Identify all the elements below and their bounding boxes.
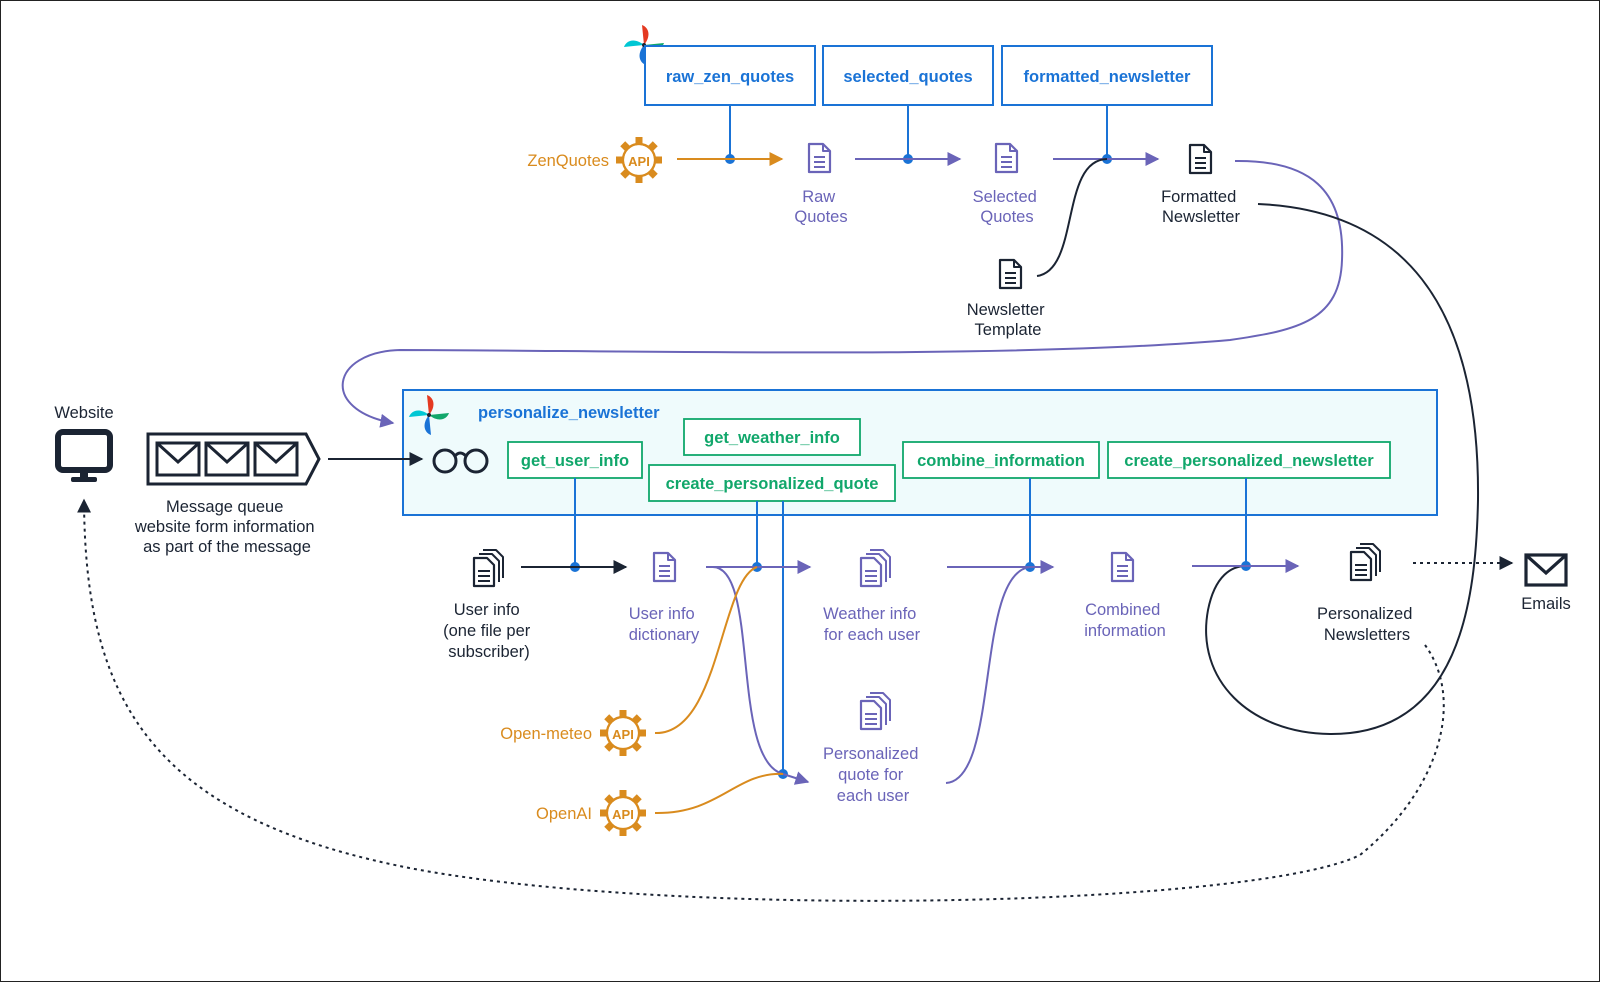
api-gear-icon: API xyxy=(598,788,648,838)
task-raw-zen-quotes[interactable]: raw_zen_quotes xyxy=(644,45,816,106)
message-queue: Message queue website form information a… xyxy=(134,432,321,556)
dataset-combined-information: Combined information xyxy=(1084,551,1166,640)
dataset-personalized-newsletters: Personalized Newsletters xyxy=(1317,542,1417,644)
task-combine-information[interactable]: combine_information xyxy=(902,441,1100,479)
dataset-label: User info dictionary xyxy=(629,605,700,644)
dataset-personalized-quote: Personalized quote for each user xyxy=(823,691,923,805)
api-badge: API xyxy=(612,727,634,742)
website-label: Website xyxy=(54,404,113,422)
task-label: selected_quotes xyxy=(843,68,972,86)
dataset-label: Newsletter Template xyxy=(967,301,1050,339)
envelope-icon xyxy=(1524,553,1568,587)
task-label: formatted_newsletter xyxy=(1024,68,1191,86)
dataset-label: Selected Quotes xyxy=(973,188,1042,226)
task-formatted-newsletter[interactable]: formatted_newsletter xyxy=(1001,45,1213,106)
task-create-personalized-newsletter[interactable]: create_personalized_newsletter xyxy=(1107,441,1391,479)
dataset-label: Weather info for each user xyxy=(823,605,921,644)
dataset-label: Raw Quotes xyxy=(794,188,847,226)
dataset-user-info: User info (one file per subscriber) xyxy=(443,548,535,661)
website: Website xyxy=(54,404,114,482)
task-get-user-info[interactable]: get_user_info xyxy=(507,441,643,479)
api-gear-icon: API xyxy=(614,135,664,185)
api-name: OpenAI xyxy=(536,805,592,823)
emails: Emails xyxy=(1521,553,1571,613)
dataset-label: Combined information xyxy=(1084,601,1166,640)
api-name: ZenQuotes xyxy=(527,152,609,170)
api-open-meteo: Open-meteo API xyxy=(500,708,648,758)
api-openai: OpenAI API xyxy=(536,788,648,838)
task-label: get_user_info xyxy=(521,452,629,470)
task-label: create_personalized_newsletter xyxy=(1124,452,1374,470)
task-create-personalized-quote[interactable]: create_personalized_quote xyxy=(648,464,896,502)
task-label: get_weather_info xyxy=(704,429,840,447)
dataset-selected-quotes: Selected Quotes xyxy=(973,142,1042,226)
api-gear-icon: API xyxy=(598,708,648,758)
message-queue-label: Message queue website form information a… xyxy=(134,498,319,556)
dataset-label: Personalized Newsletters xyxy=(1317,605,1417,644)
api-badge: API xyxy=(612,807,634,822)
dataset-label: Personalized quote for each user xyxy=(823,745,923,805)
dataset-raw-quotes: Raw Quotes xyxy=(794,142,848,226)
task-get-weather-info[interactable]: get_weather_info xyxy=(683,418,861,456)
monitor-icon xyxy=(55,429,113,482)
api-badge: API xyxy=(628,154,650,169)
task-label: combine_information xyxy=(917,452,1085,470)
task-label: create_personalized_quote xyxy=(666,475,879,493)
task-selected-quotes[interactable]: selected_quotes xyxy=(822,45,994,106)
task-connectors-bottom xyxy=(570,478,1251,779)
dataset-newsletter-template: Newsletter Template xyxy=(967,258,1050,339)
dataset-formatted-newsletter: Formatted Newsletter xyxy=(1161,143,1241,226)
cross-dag-connectors xyxy=(341,159,1480,736)
emails-label: Emails xyxy=(1521,595,1571,613)
api-name: Open-meteo xyxy=(500,725,592,743)
dag-title: personalize_newsletter xyxy=(478,404,660,422)
binoculars-icon xyxy=(432,448,489,474)
flow-arrows-bottom xyxy=(77,452,1514,902)
dataset-label: Formatted Newsletter xyxy=(1161,188,1241,226)
task-connectors-top xyxy=(725,105,1112,164)
dataset-weather-info: Weather info for each user xyxy=(823,548,921,644)
message-queue-icon xyxy=(146,432,321,486)
dataset-user-info-dictionary: User info dictionary xyxy=(629,551,700,644)
api-zenquotes: ZenQuotes API xyxy=(527,135,664,185)
flow-arrows-top xyxy=(677,152,1160,277)
dataset-label: User info (one file per subscriber) xyxy=(443,601,535,661)
task-label: raw_zen_quotes xyxy=(666,68,794,86)
